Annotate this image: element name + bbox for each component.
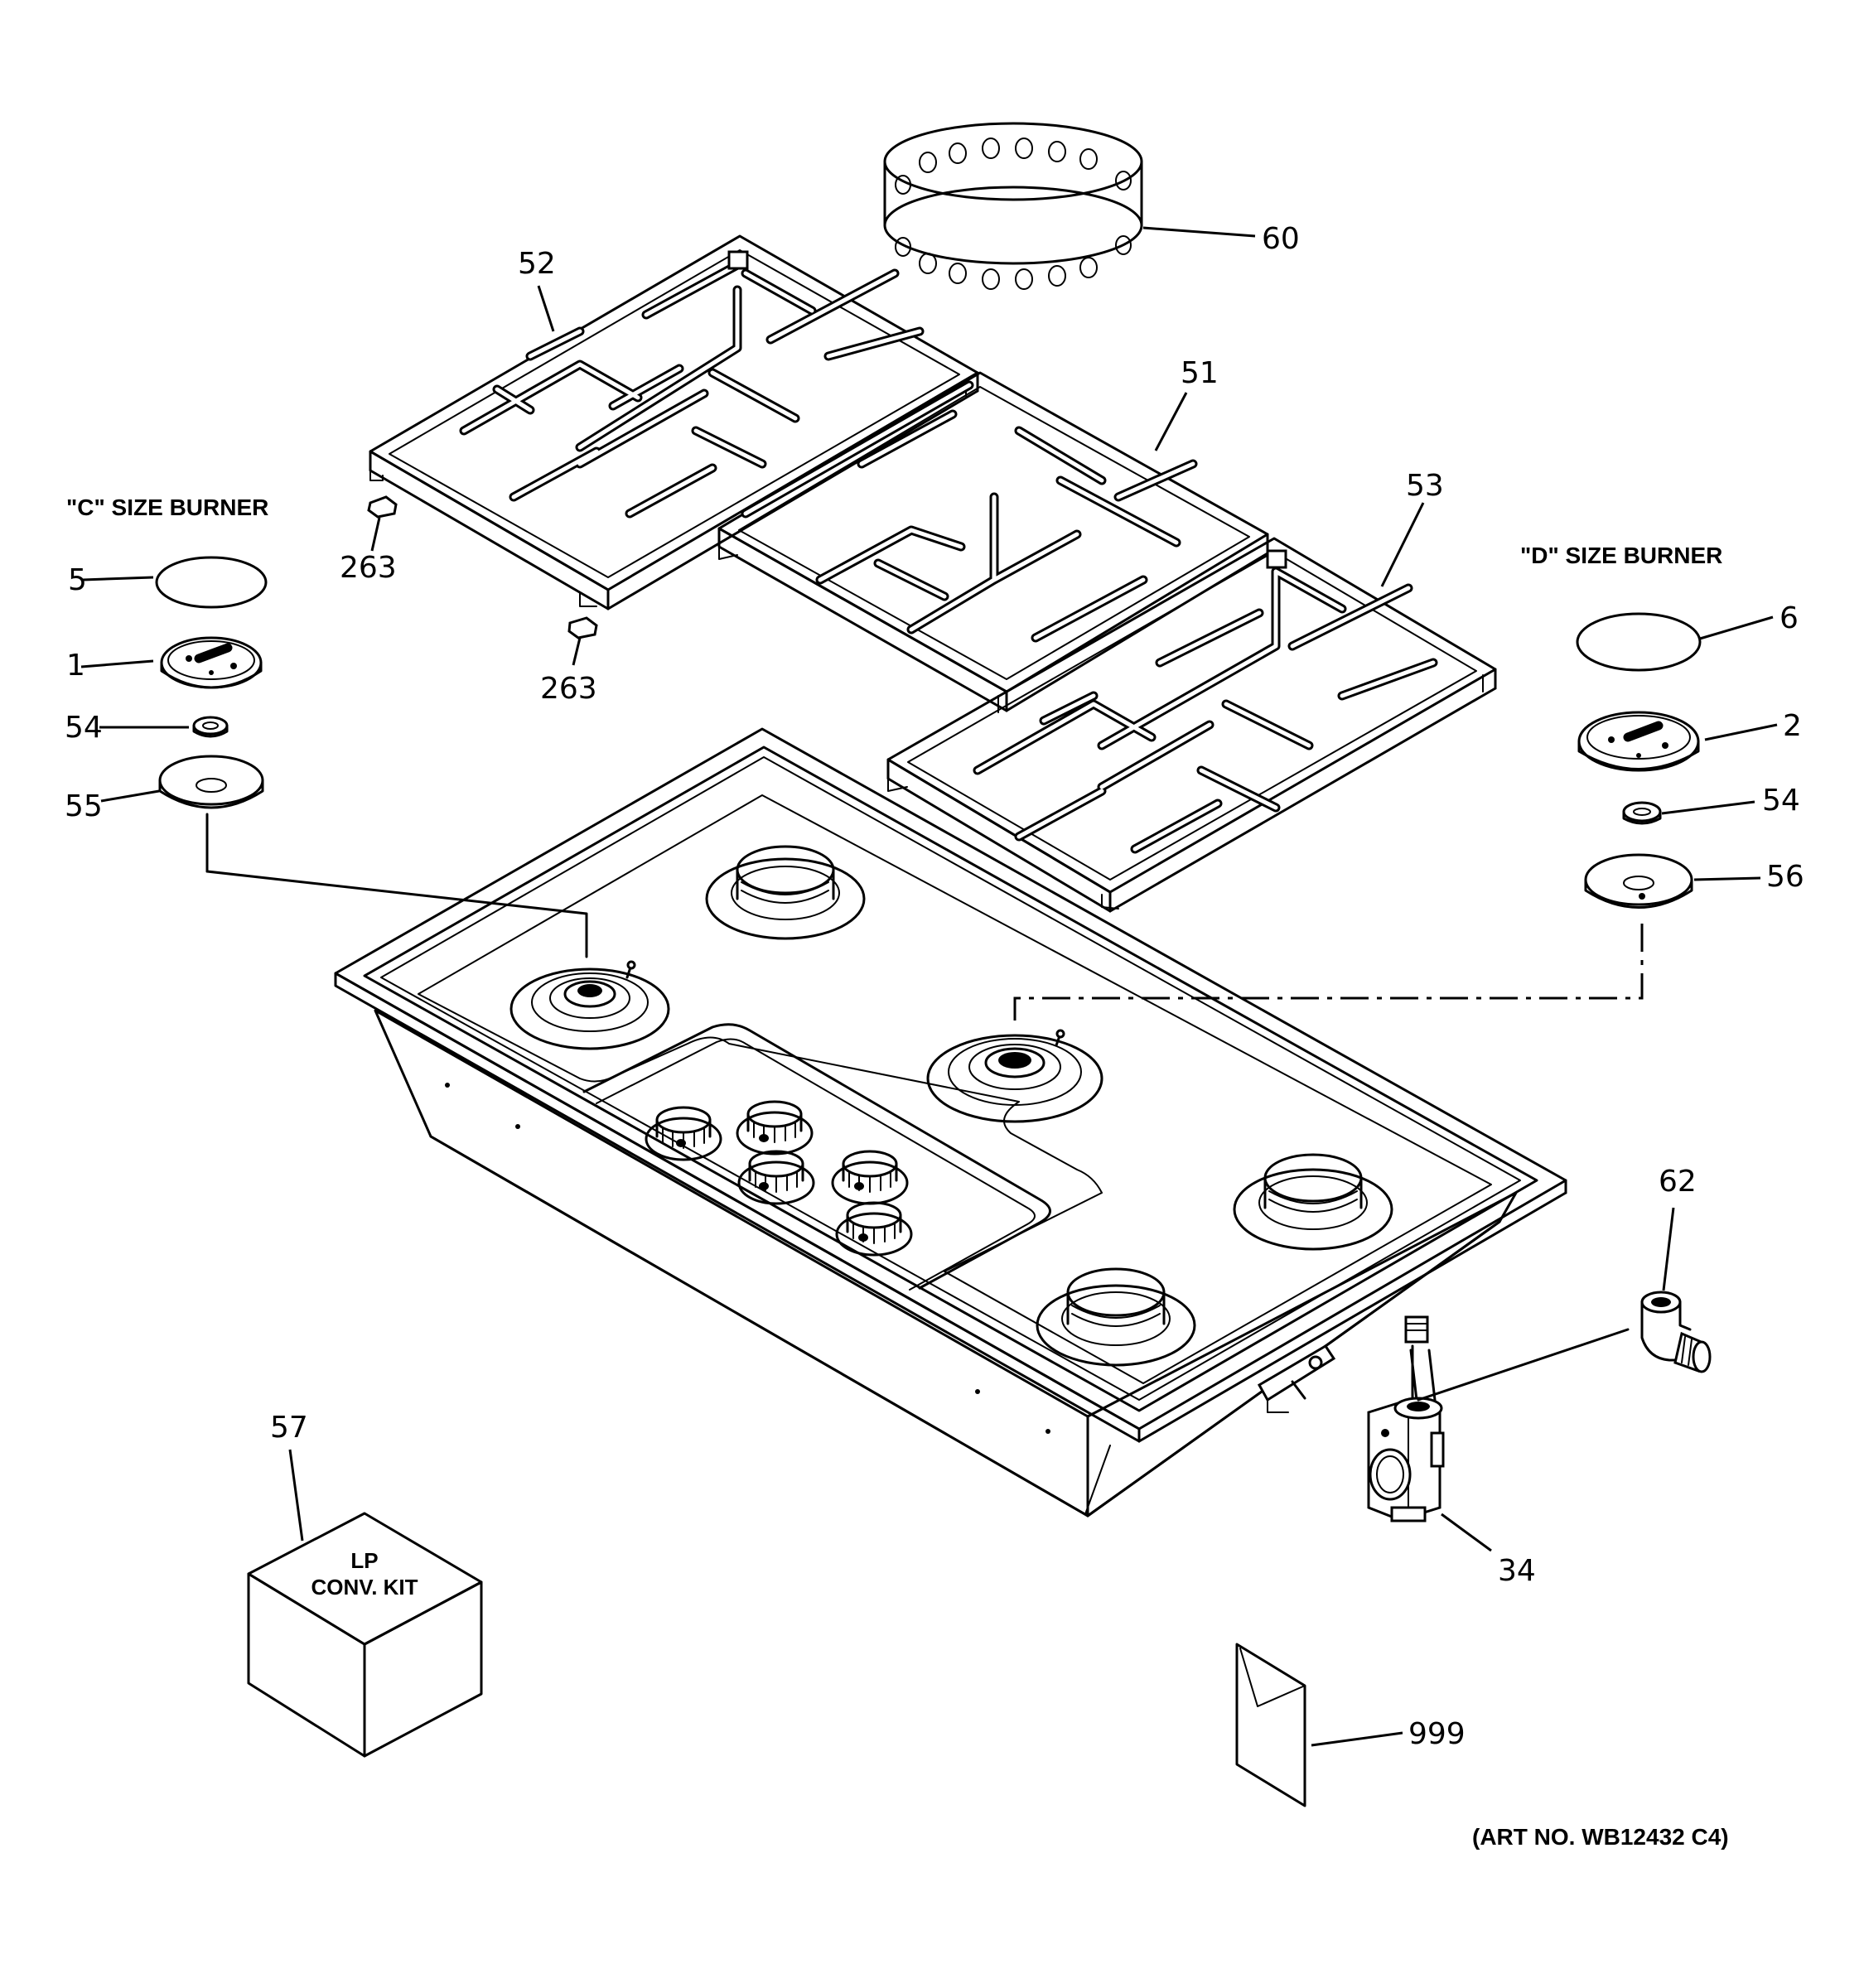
callout-60: 60 — [1262, 222, 1300, 256]
wok-ring — [883, 122, 1143, 290]
elbow-connector-line — [1417, 1328, 1630, 1402]
burner-center-wok — [926, 1029, 1103, 1123]
callout-999: 999 — [1408, 1717, 1466, 1751]
cooktop — [334, 727, 1567, 1518]
callout-5: 5 — [68, 563, 87, 597]
control-knob-4 — [831, 1150, 909, 1205]
callout-53: 53 — [1406, 469, 1444, 503]
burner-rear-left — [509, 960, 670, 1050]
callout-2: 2 — [1783, 709, 1802, 743]
leader-34 — [1441, 1513, 1492, 1552]
control-knob-2 — [736, 1100, 814, 1156]
callout-62: 62 — [1659, 1165, 1697, 1199]
callout-56: 56 — [1766, 860, 1804, 894]
d-size-burner-heading: "D" SIZE BURNER — [1520, 543, 1722, 568]
leader-57 — [288, 1449, 304, 1542]
burner-rear-center — [705, 845, 866, 940]
leader-263-upper — [370, 517, 381, 552]
control-knob-3 — [737, 1150, 815, 1205]
grate-foot-lower — [567, 616, 598, 639]
grate-center — [717, 371, 1269, 713]
callout-55: 55 — [65, 789, 103, 823]
c-size-burner-heading: "C" SIZE BURNER — [66, 495, 268, 520]
leader-52 — [537, 285, 555, 332]
leader-6 — [1699, 615, 1774, 640]
grate-right — [886, 537, 1497, 913]
d-burner-head — [1577, 711, 1700, 772]
callout-1: 1 — [66, 649, 85, 683]
lp-conversion-kit-box: LP CONV. KIT — [247, 1512, 483, 1758]
leader-2 — [1704, 723, 1778, 741]
c-burner-nut — [192, 716, 229, 738]
burner-right — [1233, 1153, 1393, 1251]
leader-5 — [82, 576, 154, 581]
art-number: (ART NO. WB12432 C4) — [1472, 1824, 1729, 1850]
callout-54-d: 54 — [1762, 784, 1800, 818]
elbow-fitting — [1640, 1291, 1712, 1373]
d-burner-connector-line — [1013, 924, 1644, 1021]
callout-54-c: 54 — [65, 711, 103, 745]
kit-label-line2: CONV. KIT — [311, 1575, 418, 1600]
leader-62 — [1662, 1207, 1675, 1291]
gas-inlet-stub — [1404, 1315, 1429, 1344]
control-knob-5 — [835, 1201, 913, 1257]
d-burner-cap — [1576, 612, 1702, 672]
leader-263-lower — [572, 637, 582, 666]
leader-55 — [100, 789, 160, 803]
callout-52: 52 — [518, 247, 556, 281]
burner-front — [1036, 1267, 1196, 1367]
callout-34: 34 — [1498, 1554, 1536, 1588]
c-burner-connector-line — [205, 870, 588, 958]
callout-6: 6 — [1779, 601, 1799, 635]
kit-label-line1: LP — [350, 1548, 378, 1573]
callout-263-lower: 263 — [540, 672, 597, 706]
pressure-regulator — [1367, 1349, 1445, 1522]
d-burner-base — [1584, 853, 1693, 909]
c-burner-head — [160, 636, 263, 689]
leader-56 — [1693, 876, 1761, 881]
callout-51: 51 — [1181, 356, 1219, 390]
callout-263-upper: 263 — [340, 551, 397, 585]
leader-60 — [1142, 226, 1256, 238]
grate-foot-upper — [367, 495, 398, 519]
control-knob-1 — [645, 1106, 722, 1161]
leader-1 — [80, 659, 154, 668]
d-burner-nut — [1622, 801, 1662, 825]
leader-53 — [1380, 502, 1425, 587]
c-burner-cap — [155, 556, 268, 609]
c-burner-base — [158, 755, 264, 873]
literature-envelope — [1235, 1643, 1306, 1807]
grate-left — [369, 234, 979, 610]
leader-54-d — [1661, 800, 1755, 815]
cooktop-side-bracket — [1257, 1344, 1336, 1413]
leader-999 — [1311, 1731, 1403, 1747]
callout-57: 57 — [270, 1411, 308, 1445]
leader-51 — [1154, 392, 1188, 451]
